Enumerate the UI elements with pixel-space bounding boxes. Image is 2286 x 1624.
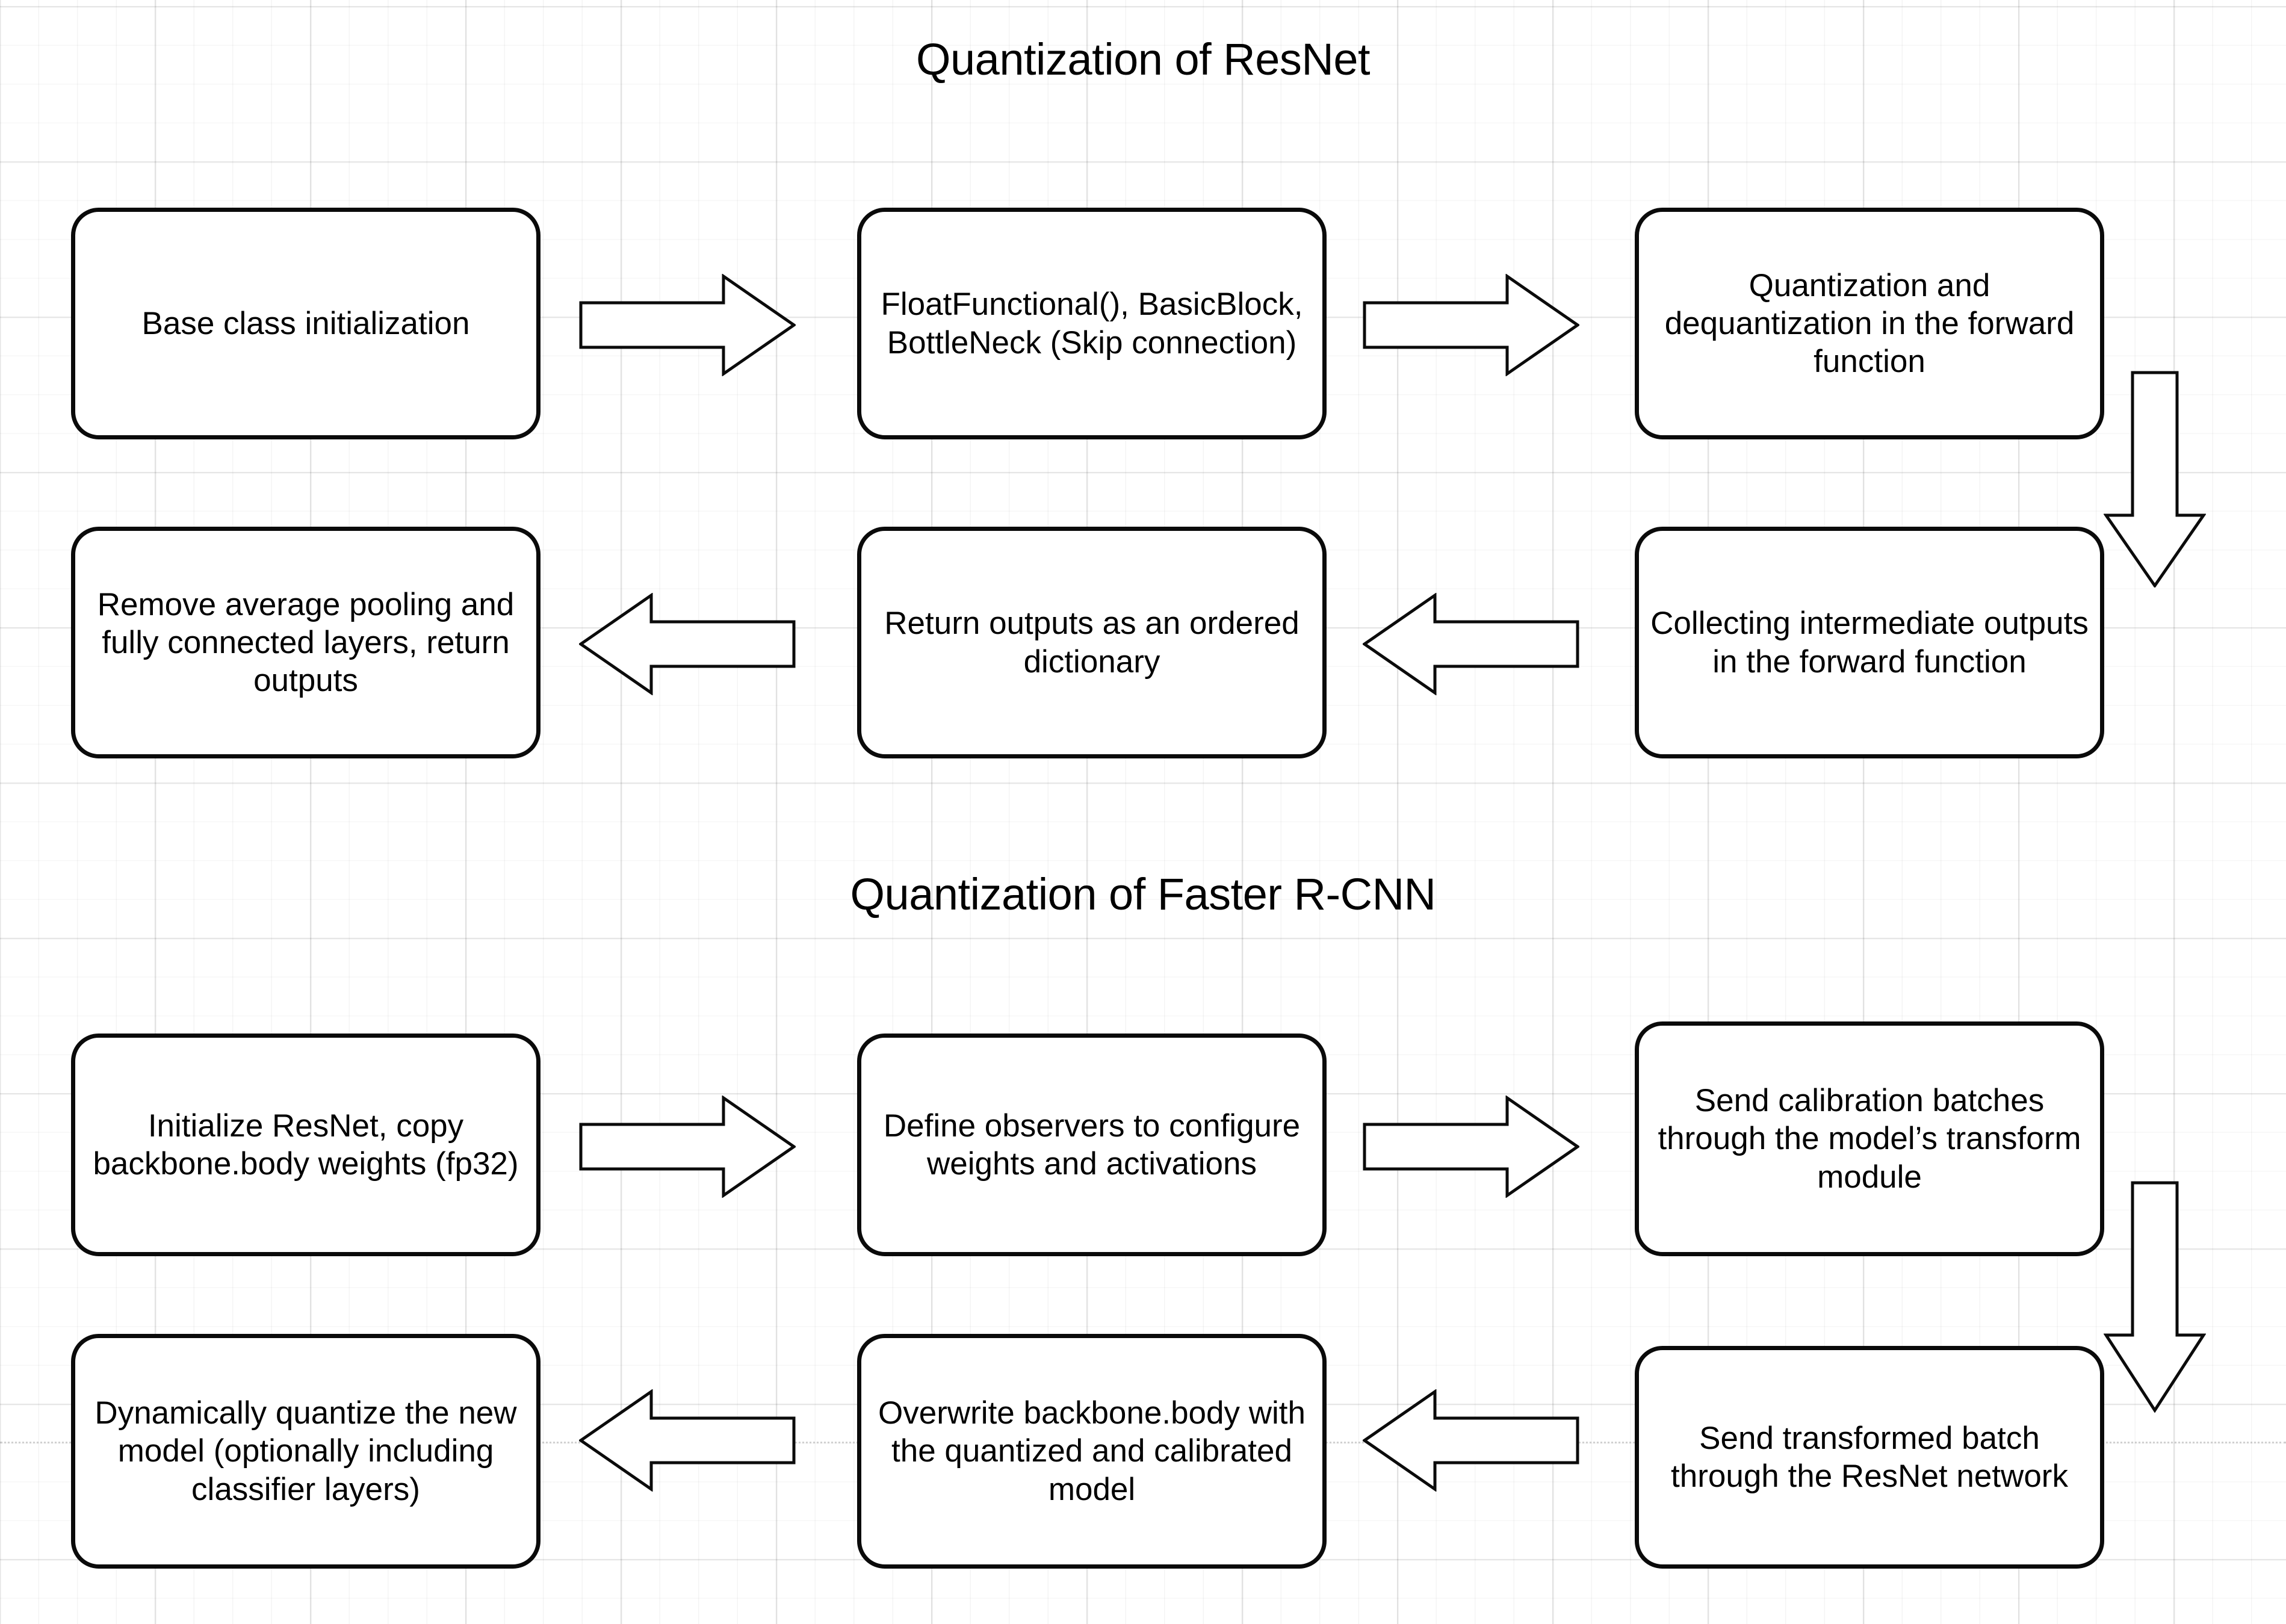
node-label: Return outputs as an ordered dictionary (884, 606, 1299, 680)
node-collecting-intermediate-outputs[interactable]: Collecting intermediate outputs in the f… (1635, 527, 2104, 758)
node-define-observers[interactable]: Define observers to configure weights an… (857, 1034, 1327, 1256)
node-label: Define observers to configure weights an… (883, 1108, 1301, 1182)
arrow-right-4 (1363, 1096, 1579, 1198)
arrow-right-3 (579, 1096, 796, 1198)
node-floatfunctional-basicblock-bottleneck[interactable]: FloatFunctional(), BasicBlock, BottleNec… (857, 208, 1327, 439)
node-dynamically-quantize-new-model[interactable]: Dynamically quantize the new model (opti… (71, 1334, 541, 1569)
node-label: Overwrite backbone.body with the quantiz… (878, 1395, 1306, 1507)
node-send-calibration-batches[interactable]: Send calibration batches through the mod… (1635, 1021, 2104, 1256)
arrow-left-1 (579, 593, 796, 695)
node-return-outputs-ordered-dictionary[interactable]: Return outputs as an ordered dictionary (857, 527, 1327, 758)
node-label: FloatFunctional(), BasicBlock, BottleNec… (881, 287, 1303, 361)
node-label: Quantization and dequantization in the f… (1664, 267, 2075, 380)
node-label: Dynamically quantize the new model (opti… (94, 1395, 517, 1507)
node-base-class-initialization[interactable]: Base class initialization (71, 208, 541, 439)
section-title-faster-rcnn: Quantization of Faster R-CNN (850, 869, 1436, 919)
arrow-right-1 (579, 274, 796, 376)
arrow-left-2 (1363, 593, 1579, 695)
section-title-resnet: Quantization of ResNet (915, 34, 1371, 84)
arrow-left-3 (579, 1389, 796, 1492)
node-overwrite-backbone-body[interactable]: Overwrite backbone.body with the quantiz… (857, 1334, 1327, 1569)
node-quantization-dequantization-forward[interactable]: Quantization and dequantization in the f… (1635, 208, 2104, 439)
node-label: Send calibration batches through the mod… (1658, 1083, 2081, 1195)
node-label: Collecting intermediate outputs in the f… (1650, 606, 2089, 680)
arrow-down-2 (2104, 1181, 2206, 1413)
arrow-down-1 (2104, 371, 2206, 587)
node-label: Initialize ResNet, copy backbone.body we… (93, 1108, 519, 1182)
arrow-right-2 (1363, 274, 1579, 376)
node-send-transformed-batch[interactable]: Send transformed batch through the ResNe… (1635, 1346, 2104, 1569)
node-label: Base class initialization (141, 305, 470, 341)
node-initialize-resnet-copy-weights[interactable]: Initialize ResNet, copy backbone.body we… (71, 1034, 541, 1256)
arrow-left-4 (1363, 1389, 1579, 1492)
node-label: Send transformed batch through the ResNe… (1671, 1420, 2068, 1494)
node-remove-avgpool-fc[interactable]: Remove average pooling and fully connect… (71, 527, 541, 758)
node-label: Remove average pooling and fully connect… (97, 586, 515, 699)
